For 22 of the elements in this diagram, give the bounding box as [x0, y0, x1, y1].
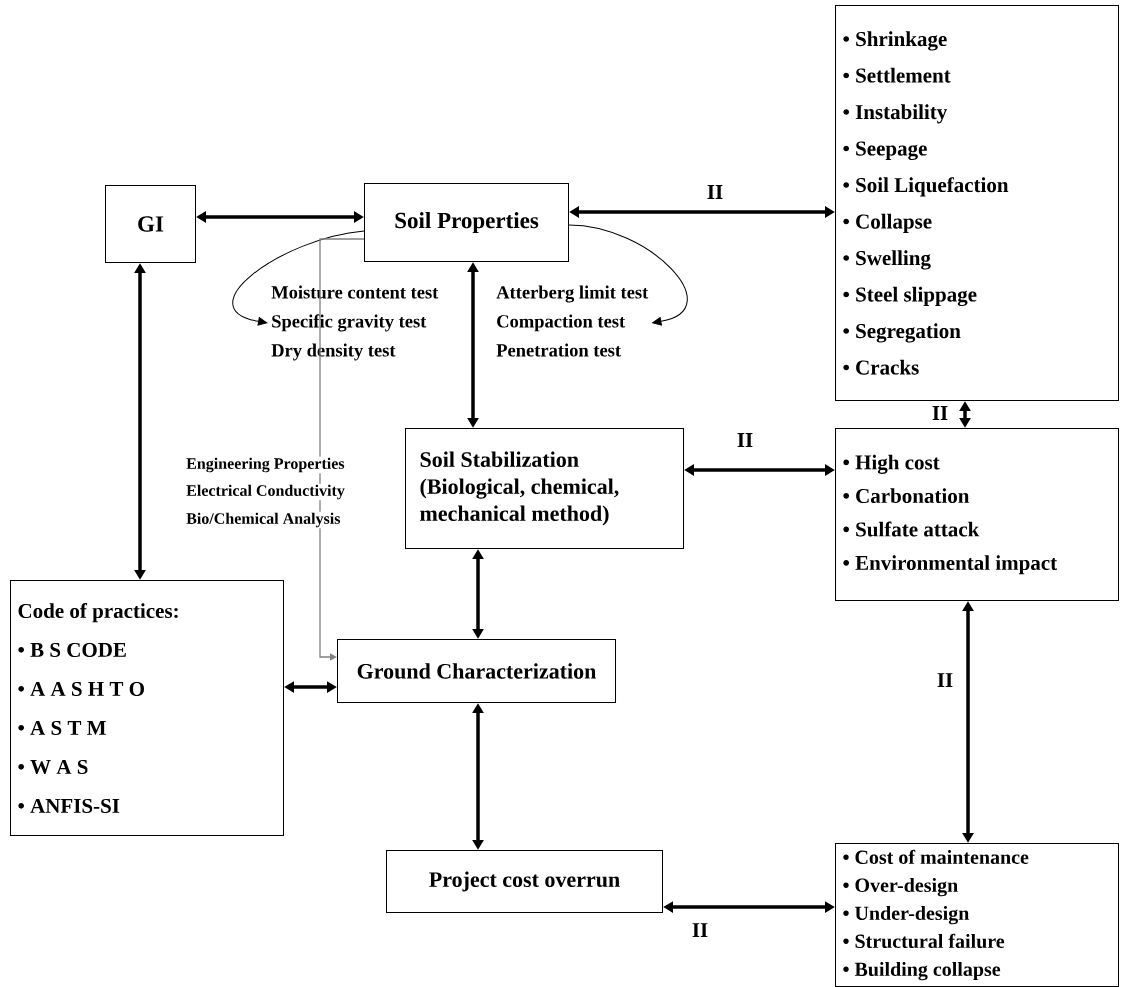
process-box: GI: [105, 185, 196, 263]
arrow: [568, 224, 688, 326]
test-list: Atterberg limit test Compaction test Penetration test: [493, 280, 652, 366]
list-box: • Shrinkage • Settlement • Instability • Seepage • Soil Liquefaction • Collapse • Swelling • Steel slippage • Segregation • Cracks: [835, 5, 1119, 401]
list-box: • Cost of maintenance • Over-design • Under-design • Structural failure • Building collapse: [835, 843, 1119, 987]
list-box: Code of practices: • B S CODE • A A S H T O • A S T M • W A S • ANFIS-SI: [10, 580, 284, 836]
annotation-text: Electrical Conductivity: [185, 483, 346, 501]
process-box: Soil Properties: [364, 183, 569, 262]
edge-label: II: [935, 672, 955, 688]
annotation-text: Bio/Chemical Analysis: [185, 511, 342, 529]
list-box: • High cost • Carbonation • Sulfate attack • Environmental impact: [835, 428, 1119, 601]
edge-label: II: [930, 405, 950, 421]
arrow: [319, 238, 365, 661]
edge-label: II: [735, 432, 755, 448]
process-box: Project cost overrun: [386, 850, 663, 913]
test-list: Moisture content test Specific gravity test Dry density test: [268, 280, 442, 366]
annotation-text: Engineering Properties: [185, 456, 346, 474]
edge-label: II: [705, 184, 725, 200]
process-box: Soil Stabilization (Biological, chemical, mechanical method): [405, 428, 684, 549]
edge-label: II: [690, 922, 710, 938]
process-box: Ground Characterization: [337, 639, 616, 703]
arrow: [232, 230, 365, 326]
